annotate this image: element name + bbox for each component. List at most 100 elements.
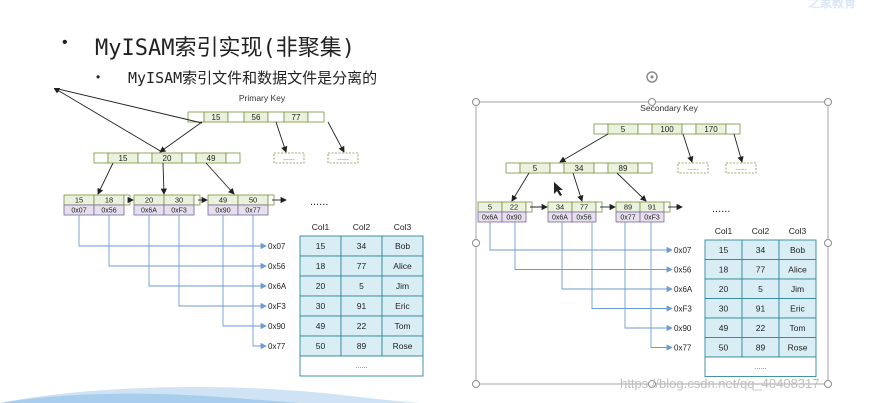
leaf-key-15: 15 bbox=[75, 196, 83, 205]
table-cell-value: 89 bbox=[756, 342, 766, 352]
table-header-Col3: Col3 bbox=[789, 226, 807, 236]
collapsed-node-ellipsis: ...... bbox=[735, 165, 747, 172]
address-label-0x07: 0x07 bbox=[674, 246, 692, 255]
table-cell-value: 77 bbox=[756, 264, 766, 274]
address-label-0x90: 0x90 bbox=[674, 324, 692, 333]
leaf-key-50: 50 bbox=[249, 196, 257, 205]
tree-edge bbox=[572, 172, 584, 202]
resize-handle bbox=[472, 239, 480, 247]
table-cell-value: 30 bbox=[719, 303, 729, 313]
root-pointer-cell bbox=[725, 123, 741, 135]
leaf-pointer-cell bbox=[501, 211, 527, 223]
table-cell-value: 20 bbox=[719, 284, 729, 294]
tree-edge bbox=[97, 162, 114, 195]
root-key-56: 56 bbox=[252, 113, 261, 122]
root-key-15: 15 bbox=[212, 113, 221, 122]
slide-title: MyISAM索引实现(非聚集) bbox=[95, 36, 355, 61]
root-pointer-cell bbox=[267, 111, 285, 123]
leaf-key-34: 34 bbox=[556, 203, 564, 212]
address-arrow bbox=[591, 222, 673, 312]
address-arrow bbox=[624, 222, 673, 332]
table-cell-value: 91 bbox=[357, 301, 367, 311]
bottom-wave-decoration bbox=[0, 387, 420, 403]
tree-edge bbox=[275, 121, 288, 153]
table-more-ellipsis: ...... bbox=[356, 363, 368, 370]
resize-handle bbox=[648, 98, 656, 106]
table-header-Col2: Col2 bbox=[752, 226, 770, 236]
level2-pointer-cell bbox=[637, 162, 653, 174]
table-cell-value: 5 bbox=[359, 281, 364, 291]
leaf-pointer-0x90: 0x90 bbox=[506, 215, 521, 222]
collapsed-node bbox=[273, 152, 305, 164]
table-cell-value: 22 bbox=[756, 323, 766, 333]
address-arrow bbox=[650, 222, 673, 351]
level2-pointer-cell bbox=[181, 152, 197, 164]
address-arrow bbox=[489, 222, 673, 254]
resize-handle bbox=[648, 380, 656, 388]
root-pointer-cell bbox=[307, 111, 325, 123]
address-label-0xF3: 0xF3 bbox=[674, 305, 692, 314]
table-header-Col1: Col1 bbox=[715, 226, 733, 236]
collapsed-node-ellipsis: ...... bbox=[283, 155, 295, 162]
root-key-77: 77 bbox=[292, 113, 301, 122]
tree-edge bbox=[160, 162, 167, 195]
root-pointer-cell bbox=[227, 111, 245, 123]
table-cell-value: 34 bbox=[357, 241, 367, 251]
leaf-key-89: 89 bbox=[624, 203, 632, 212]
leaf-pointer-0x6A: 0x6A bbox=[552, 215, 568, 222]
resize-handle bbox=[824, 239, 832, 247]
address-label-0xF3: 0xF3 bbox=[268, 302, 286, 311]
level2-key-15: 15 bbox=[119, 154, 128, 163]
table-cell-value: Eric bbox=[395, 301, 410, 311]
table-cell-value: Jim bbox=[791, 284, 804, 294]
address-arrow bbox=[108, 215, 267, 270]
mouse-cursor-icon bbox=[554, 182, 563, 196]
root-pointer-cell bbox=[681, 123, 697, 135]
leaf-key-49: 49 bbox=[219, 196, 227, 205]
address-label-0x90: 0x90 bbox=[268, 322, 286, 331]
tree-edge bbox=[559, 133, 609, 163]
level2-key-34: 34 bbox=[575, 164, 584, 173]
table-cell-value: 5 bbox=[758, 284, 763, 294]
collapsed-node-ellipsis: ...... bbox=[687, 165, 699, 172]
leaf-key-30: 30 bbox=[175, 196, 183, 205]
table-cell-value: 89 bbox=[357, 341, 367, 351]
tree-edge bbox=[159, 121, 203, 153]
collapsed-node bbox=[677, 162, 709, 174]
leaf-key-5: 5 bbox=[488, 203, 492, 212]
table-cell-value: Eric bbox=[790, 303, 805, 313]
address-label-0x56: 0x56 bbox=[268, 262, 286, 271]
bullet-main: • bbox=[62, 34, 68, 51]
table-cell-value: Alice bbox=[393, 261, 412, 271]
bullet-sub: • bbox=[96, 70, 101, 84]
level2-pointer-cell bbox=[137, 152, 153, 164]
slide-subtitle: MyISAM索引文件和数据文件是分离的 bbox=[128, 69, 378, 87]
leaf-pointer-0x77: 0x77 bbox=[620, 215, 635, 222]
level2-key-89: 89 bbox=[619, 164, 628, 173]
leaf-pointer-0x90: 0x90 bbox=[215, 208, 230, 215]
watermark-url: https://blog.csdn.net/qq_40408317 bbox=[620, 376, 820, 391]
table-cell-value: 77 bbox=[357, 261, 367, 271]
level2-pointer-cell bbox=[549, 162, 565, 174]
root-key-100: 100 bbox=[660, 125, 674, 134]
table-cell-value: Tom bbox=[394, 321, 410, 331]
level2-key-5: 5 bbox=[533, 164, 538, 173]
level2-pointer-cell bbox=[93, 152, 109, 164]
table-more-row bbox=[704, 356, 817, 377]
table-cell-value: 91 bbox=[756, 303, 766, 313]
root-pointer-cell bbox=[637, 123, 653, 135]
address-arrow bbox=[514, 222, 673, 273]
leaf-pointer-0x6A: 0x6A bbox=[141, 208, 157, 215]
table-cell-value: 22 bbox=[357, 321, 367, 331]
table-cell-value: 49 bbox=[316, 321, 326, 331]
leaf-ellipsis: ...... bbox=[712, 203, 730, 215]
leaf-pointer-0x6A: 0x6A bbox=[482, 215, 498, 222]
table-more-row bbox=[299, 355, 424, 377]
leaf-pointer-cell bbox=[571, 211, 597, 223]
table-cell-value: 30 bbox=[316, 301, 326, 311]
address-label-0x07: 0x07 bbox=[268, 242, 286, 251]
table-cell-value: 15 bbox=[719, 245, 729, 255]
level2-pointer-cell bbox=[593, 162, 609, 174]
